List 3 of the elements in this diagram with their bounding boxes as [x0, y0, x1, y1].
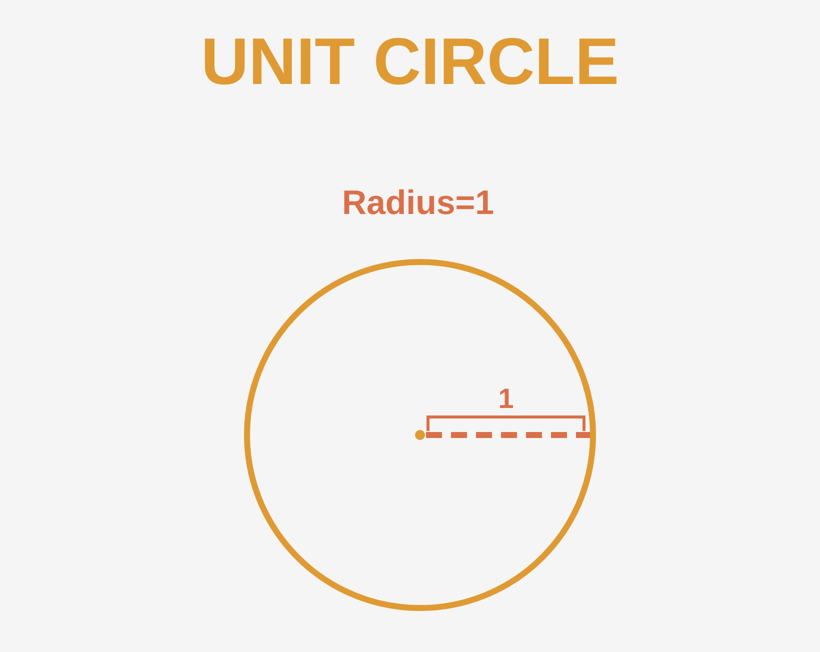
radius-label: Radius=1	[342, 186, 494, 220]
dimension-label: 1	[498, 385, 514, 413]
title: UNIT CIRCLE	[201, 28, 619, 94]
